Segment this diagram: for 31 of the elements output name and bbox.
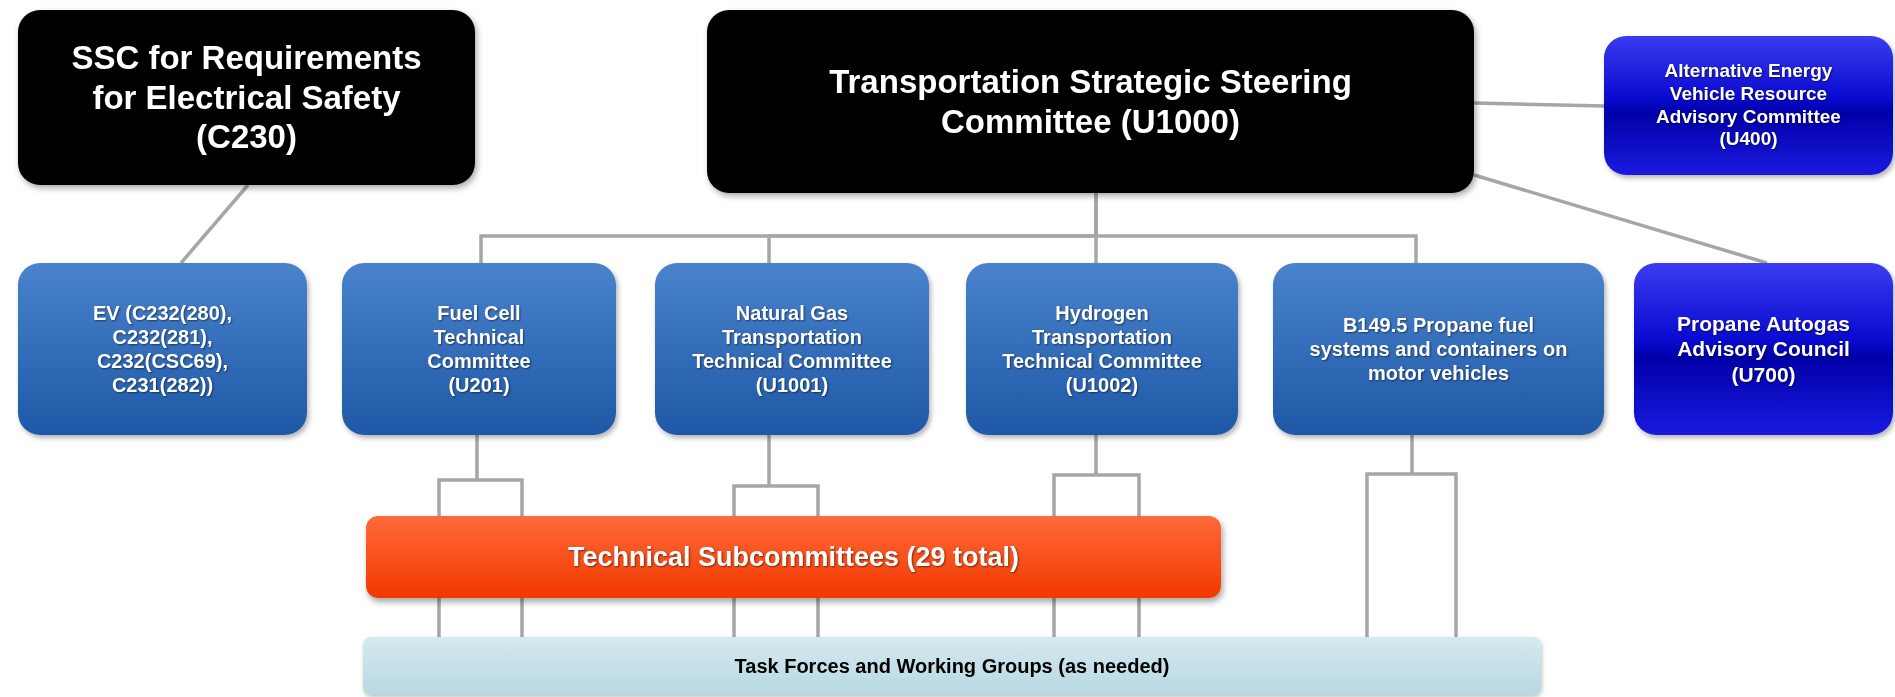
node-label: B149.5 Propane fuel systems and containers on motor vehicles xyxy=(1308,313,1569,385)
node-label: Propane Autogas Advisory Council (U700) xyxy=(1675,311,1852,387)
node-label: Task Forces and Working Groups (as needed) xyxy=(734,654,1170,678)
connector-line xyxy=(179,183,250,265)
subcommittee-bar xyxy=(366,516,1221,598)
connector-line xyxy=(1365,433,1458,639)
node-label: SSC for Requirements for Electrical Safety (C230) xyxy=(70,38,423,157)
committee-box xyxy=(18,10,475,185)
node-label: Hydrogen Transportation Technical Committee (U1002) xyxy=(1001,301,1203,397)
connector-line xyxy=(1094,193,1418,263)
connector-line xyxy=(437,433,524,518)
committee-box xyxy=(342,263,616,435)
node-label: Alternative Energy Vehicle Resource Advisory Committee (U400) xyxy=(1655,59,1842,152)
committee-box xyxy=(1273,263,1604,435)
node-label: Technical Subcommittees (29 total) xyxy=(567,540,1020,574)
node-label: Fuel Cell Technical Committee (U201) xyxy=(426,301,532,397)
advisory-box xyxy=(1634,263,1893,435)
committee-box xyxy=(966,263,1238,435)
connector-line xyxy=(1473,173,1768,265)
connector-line xyxy=(732,433,820,518)
advisory-box xyxy=(1604,36,1893,175)
node-label: Transportation Strategic Steering Committee (U1000) xyxy=(828,61,1353,142)
connector-line xyxy=(1052,433,1141,518)
connector-line xyxy=(437,596,1141,639)
committee-box xyxy=(655,263,929,435)
committee-box xyxy=(18,263,307,435)
working-group-bar xyxy=(363,637,1541,695)
committee-box xyxy=(707,10,1474,193)
node-label: Natural Gas Transportation Technical Committee (U1001) xyxy=(691,301,893,397)
node-label: EV (C232(280), C232(281), C232(CSC69), C231(282)) xyxy=(92,301,233,397)
connector-line xyxy=(1473,101,1605,108)
